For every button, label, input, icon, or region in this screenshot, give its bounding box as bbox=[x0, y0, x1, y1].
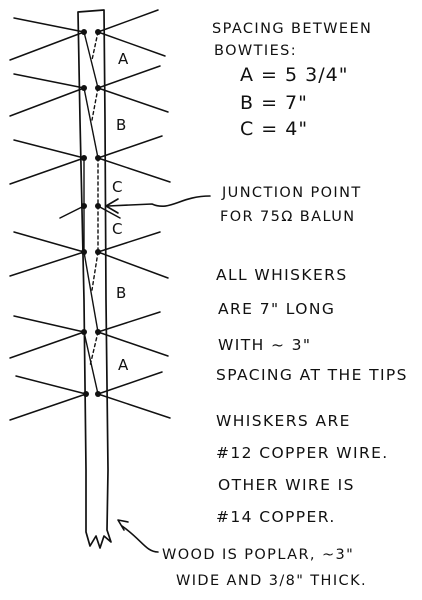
segment-label-a-bottom: A bbox=[118, 356, 129, 374]
junction-note-line-1: JUNCTION POINT bbox=[222, 185, 362, 201]
junction-note-line-2: FOR 75Ω BALUN bbox=[220, 209, 356, 225]
segment-label-b-bottom: B bbox=[116, 284, 127, 302]
wire-note-line-3: OTHER WIRE IS bbox=[218, 476, 355, 494]
connection-dots bbox=[81, 29, 101, 397]
junction-arrow bbox=[105, 195, 211, 214]
spacing-title-line-2: BOWTIES: bbox=[214, 43, 298, 59]
whisker-wires bbox=[9, 9, 171, 421]
whisker-note-line-2: ARE 7" LONG bbox=[218, 300, 336, 318]
spacing-c-value: C = 4" bbox=[240, 118, 309, 140]
wood-arrow bbox=[117, 519, 159, 553]
segment-label-b-top: B bbox=[116, 116, 127, 134]
wood-note-line-2: WIDE AND 3/8" THICK. bbox=[176, 573, 367, 589]
whisker-note-line-3: WITH ~ 3" bbox=[218, 336, 312, 354]
wire-note-line-2: #12 COPPER WIRE. bbox=[216, 444, 389, 462]
wood-note-line-1: WOOD IS POPLAR, ~3" bbox=[162, 547, 355, 563]
segment-label-a-top: A bbox=[118, 50, 129, 68]
wire-note-line-1: WHISKERS ARE bbox=[216, 412, 351, 430]
spacing-a-value: A = 5 3/4" bbox=[240, 64, 349, 86]
phasing-lines bbox=[83, 31, 99, 395]
segment-label-c-upper: C bbox=[112, 178, 123, 196]
wire-note-line-4: #14 COPPER. bbox=[216, 508, 336, 526]
spacing-title-line-1: SPACING BETWEEN bbox=[212, 21, 373, 37]
whisker-note-line-4: SPACING AT THE TIPS bbox=[216, 366, 408, 384]
segment-label-c-lower: C bbox=[112, 220, 123, 238]
whisker-note-line-1: ALL WHISKERS bbox=[216, 266, 348, 284]
spacing-b-value: B = 7" bbox=[240, 92, 308, 114]
